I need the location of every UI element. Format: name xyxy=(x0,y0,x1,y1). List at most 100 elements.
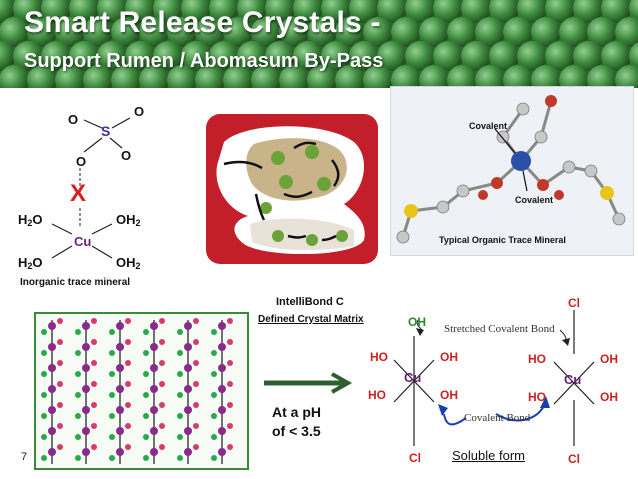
lattice-copper-node xyxy=(150,406,158,414)
bead xyxy=(419,17,449,47)
lattice-copper-node xyxy=(184,343,192,351)
bead xyxy=(111,17,141,47)
bead xyxy=(391,17,421,47)
lattice-copper-node xyxy=(48,343,56,351)
stretched-bond-note: Stretched Covalent Bond xyxy=(444,323,555,335)
lattice-oxygen-node xyxy=(91,381,97,387)
lattice-chloride-node xyxy=(41,434,47,440)
lattice-oxygen-node xyxy=(91,402,97,408)
bead xyxy=(167,65,197,88)
bead-background xyxy=(0,0,638,88)
lattice-oxygen-node xyxy=(57,360,63,366)
lattice-copper-node xyxy=(218,448,226,456)
lattice-chloride-node xyxy=(109,413,115,419)
hydroxide-group: OH xyxy=(600,390,618,404)
bead xyxy=(517,41,547,71)
lattice-oxygen-node xyxy=(193,381,199,387)
lattice-oxygen-node xyxy=(159,381,165,387)
lattice-oxygen-node xyxy=(125,402,131,408)
bead xyxy=(279,17,309,47)
bead xyxy=(0,65,29,88)
bead xyxy=(475,65,505,88)
bead xyxy=(629,0,638,22)
lattice-copper-node xyxy=(150,427,158,435)
bead xyxy=(69,0,99,23)
lattice-chloride-node xyxy=(143,350,149,356)
lattice-copper-node xyxy=(82,448,90,456)
bead xyxy=(0,0,15,23)
bead xyxy=(363,65,393,88)
lattice-chloride-node xyxy=(41,350,47,356)
bead xyxy=(419,65,449,88)
hydroxide-group: OH xyxy=(600,352,618,366)
lattice-copper-node xyxy=(82,427,90,435)
lattice-copper-node xyxy=(116,406,124,414)
lattice-chloride-node xyxy=(75,413,81,419)
bead xyxy=(587,17,617,47)
lattice-copper-node xyxy=(184,385,192,393)
lattice-oxygen-node xyxy=(57,444,63,450)
bead xyxy=(349,41,379,71)
bead xyxy=(405,0,435,23)
lattice-oxygen-node xyxy=(227,339,233,345)
water-ligand: H2O xyxy=(18,255,43,271)
bead xyxy=(167,17,197,47)
lattice-chloride-node xyxy=(211,392,217,398)
bead xyxy=(97,41,127,71)
water-ligand: H2O xyxy=(18,212,43,228)
lattice-oxygen-node xyxy=(227,444,233,450)
organic-mineral-panel: Covalent Covalent Typical Organic Trace … xyxy=(390,86,634,256)
bead xyxy=(601,41,631,71)
lattice-oxygen-node xyxy=(57,339,63,345)
lattice-copper-node xyxy=(48,406,56,414)
soluble-form-bonds xyxy=(393,310,595,446)
lattice-copper-node xyxy=(116,343,124,351)
bead xyxy=(139,65,169,88)
bead xyxy=(55,65,85,88)
bead xyxy=(209,0,239,23)
lattice-chloride-node xyxy=(211,413,217,419)
lattice-oxygen-node xyxy=(57,423,63,429)
oxygen-atom: O xyxy=(68,112,79,127)
bead xyxy=(517,0,547,23)
bead xyxy=(475,17,505,47)
lattice-chloride-node xyxy=(75,392,81,398)
lattice-chloride-node xyxy=(143,413,149,419)
bead xyxy=(41,0,71,23)
bead xyxy=(307,17,337,47)
bead xyxy=(321,41,351,71)
lattice-oxygen-node xyxy=(159,423,165,429)
bead xyxy=(97,0,127,23)
bead xyxy=(629,42,638,70)
bead xyxy=(531,65,561,88)
lattice-copper-node xyxy=(82,343,90,351)
lattice-oxygen-node xyxy=(159,339,165,345)
bead xyxy=(83,65,113,88)
bead xyxy=(153,41,183,71)
copper-atom: Cu xyxy=(404,370,422,385)
bead xyxy=(601,0,631,23)
intellibond-subtitle: Defined Crystal Matrix xyxy=(258,314,364,325)
soluble-form-caption: Soluble form xyxy=(452,448,525,463)
bead xyxy=(503,17,533,47)
lattice-chloride-node xyxy=(177,413,183,419)
lattice-chloride-node xyxy=(211,434,217,440)
lattice-oxygen-node xyxy=(193,423,199,429)
bead xyxy=(181,0,211,23)
oxygen-atom: O xyxy=(134,104,145,119)
lattice-oxygen-node xyxy=(159,318,165,324)
lattice-chloride-node xyxy=(143,455,149,461)
lattice-oxygen-node xyxy=(125,381,131,387)
lattice-copper-node xyxy=(48,385,56,393)
lattice-copper-node xyxy=(82,322,90,330)
bead xyxy=(461,0,491,23)
lattice-oxygen-node xyxy=(159,444,165,450)
lattice-oxygen-node xyxy=(57,402,63,408)
lattice-copper-node xyxy=(218,322,226,330)
bead xyxy=(13,0,43,23)
bead xyxy=(195,17,225,47)
lattice-copper-node xyxy=(150,322,158,330)
lattice-chloride-node xyxy=(211,455,217,461)
lattice-chloride-node xyxy=(143,392,149,398)
sulfur-atom: S xyxy=(101,123,111,139)
